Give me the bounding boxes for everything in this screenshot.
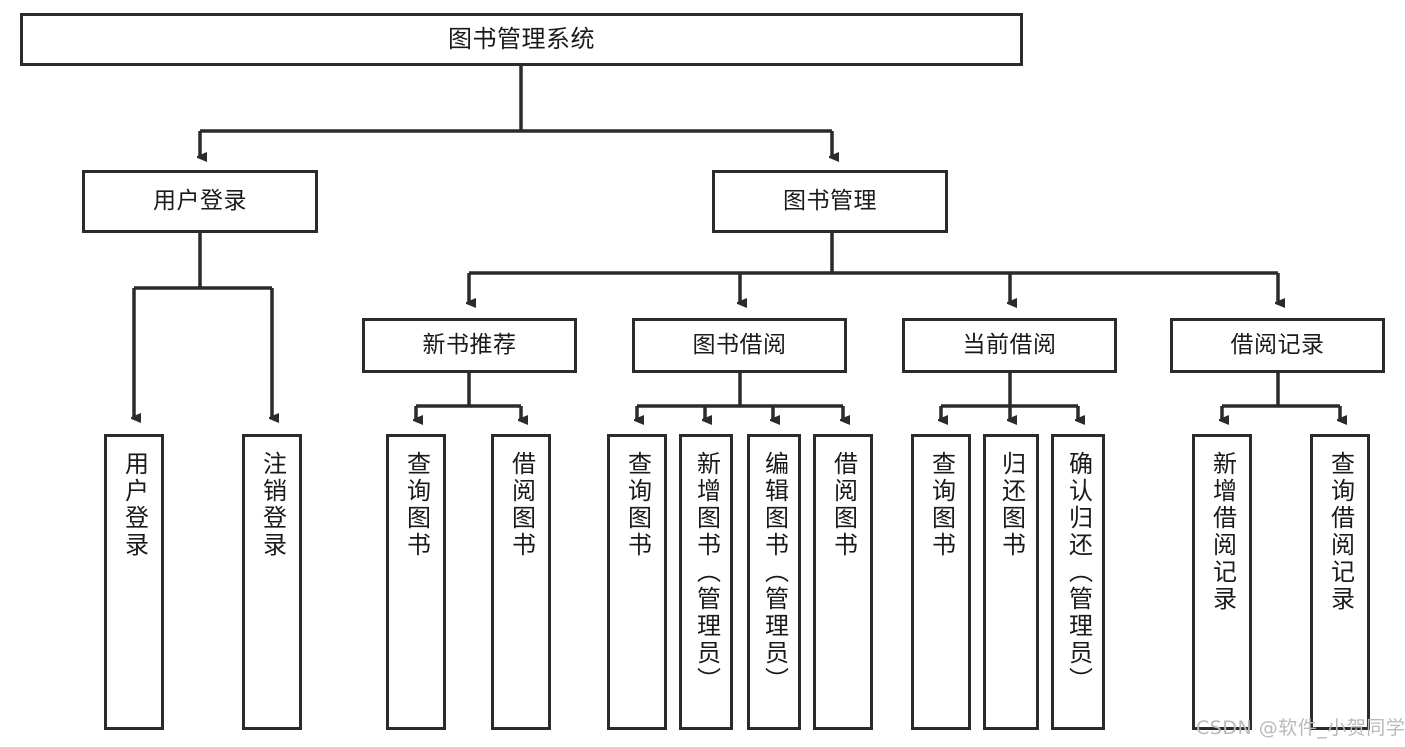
- node-leaf-user-logout[interactable]: 注销登录: [242, 434, 302, 730]
- node-leaf-confirm-return-label: 确认归还（管理员）: [1064, 451, 1093, 694]
- node-leaf-query-record[interactable]: 查询借阅记录: [1310, 434, 1370, 730]
- node-leaf-query-book-1[interactable]: 查询图书: [386, 434, 446, 730]
- node-leaf-query-book-3[interactable]: 查询图书: [911, 434, 971, 730]
- node-leaf-query-book-2-label: 查询图书: [623, 451, 652, 559]
- node-leaf-query-book-2[interactable]: 查询图书: [607, 434, 667, 730]
- node-leaf-return-book-label: 归还图书: [997, 451, 1026, 559]
- node-leaf-borrow-book-1-label: 借阅图书: [507, 451, 536, 559]
- node-leaf-query-record-label: 查询借阅记录: [1326, 451, 1355, 613]
- node-book-manage[interactable]: 图书管理: [712, 170, 948, 233]
- node-leaf-add-book-label: 新增图书（管理员）: [692, 451, 721, 694]
- node-borrow-record-label: 借阅记录: [1230, 331, 1325, 358]
- node-leaf-edit-book-label: 编辑图书（管理员）: [760, 451, 789, 694]
- node-leaf-query-book-3-label: 查询图书: [927, 451, 956, 559]
- node-book-manage-label: 图书管理: [783, 187, 877, 214]
- node-leaf-borrow-book-2[interactable]: 借阅图书: [813, 434, 873, 730]
- node-borrow-record[interactable]: 借阅记录: [1170, 318, 1385, 373]
- node-new-book-recommend-label: 新书推荐: [422, 331, 517, 358]
- node-leaf-add-record-label: 新增借阅记录: [1208, 451, 1237, 613]
- node-user-login[interactable]: 用户登录: [82, 170, 318, 233]
- node-leaf-add-book[interactable]: 新增图书（管理员）: [679, 434, 733, 730]
- node-leaf-borrow-book-2-label: 借阅图书: [829, 451, 858, 559]
- node-leaf-user-logout-label: 注销登录: [258, 451, 287, 559]
- node-leaf-add-record[interactable]: 新增借阅记录: [1192, 434, 1252, 730]
- node-user-login-label: 用户登录: [153, 187, 247, 214]
- node-leaf-user-login-label: 用户登录: [120, 451, 149, 559]
- node-root[interactable]: 图书管理系统: [20, 13, 1023, 66]
- node-book-borrow-label: 图书借阅: [692, 331, 787, 358]
- node-leaf-confirm-return[interactable]: 确认归还（管理员）: [1051, 434, 1105, 730]
- node-book-borrow[interactable]: 图书借阅: [632, 318, 847, 373]
- node-new-book-recommend[interactable]: 新书推荐: [362, 318, 577, 373]
- node-leaf-edit-book[interactable]: 编辑图书（管理员）: [747, 434, 801, 730]
- node-root-label: 图书管理系统: [448, 25, 595, 54]
- node-current-borrow-label: 当前借阅: [962, 331, 1057, 358]
- node-current-borrow[interactable]: 当前借阅: [902, 318, 1117, 373]
- node-leaf-user-login[interactable]: 用户登录: [104, 434, 164, 730]
- node-leaf-return-book[interactable]: 归还图书: [983, 434, 1039, 730]
- watermark: CSDN @软件_小贺同学: [1196, 717, 1405, 739]
- node-leaf-query-book-1-label: 查询图书: [402, 451, 431, 559]
- node-leaf-borrow-book-1[interactable]: 借阅图书: [491, 434, 551, 730]
